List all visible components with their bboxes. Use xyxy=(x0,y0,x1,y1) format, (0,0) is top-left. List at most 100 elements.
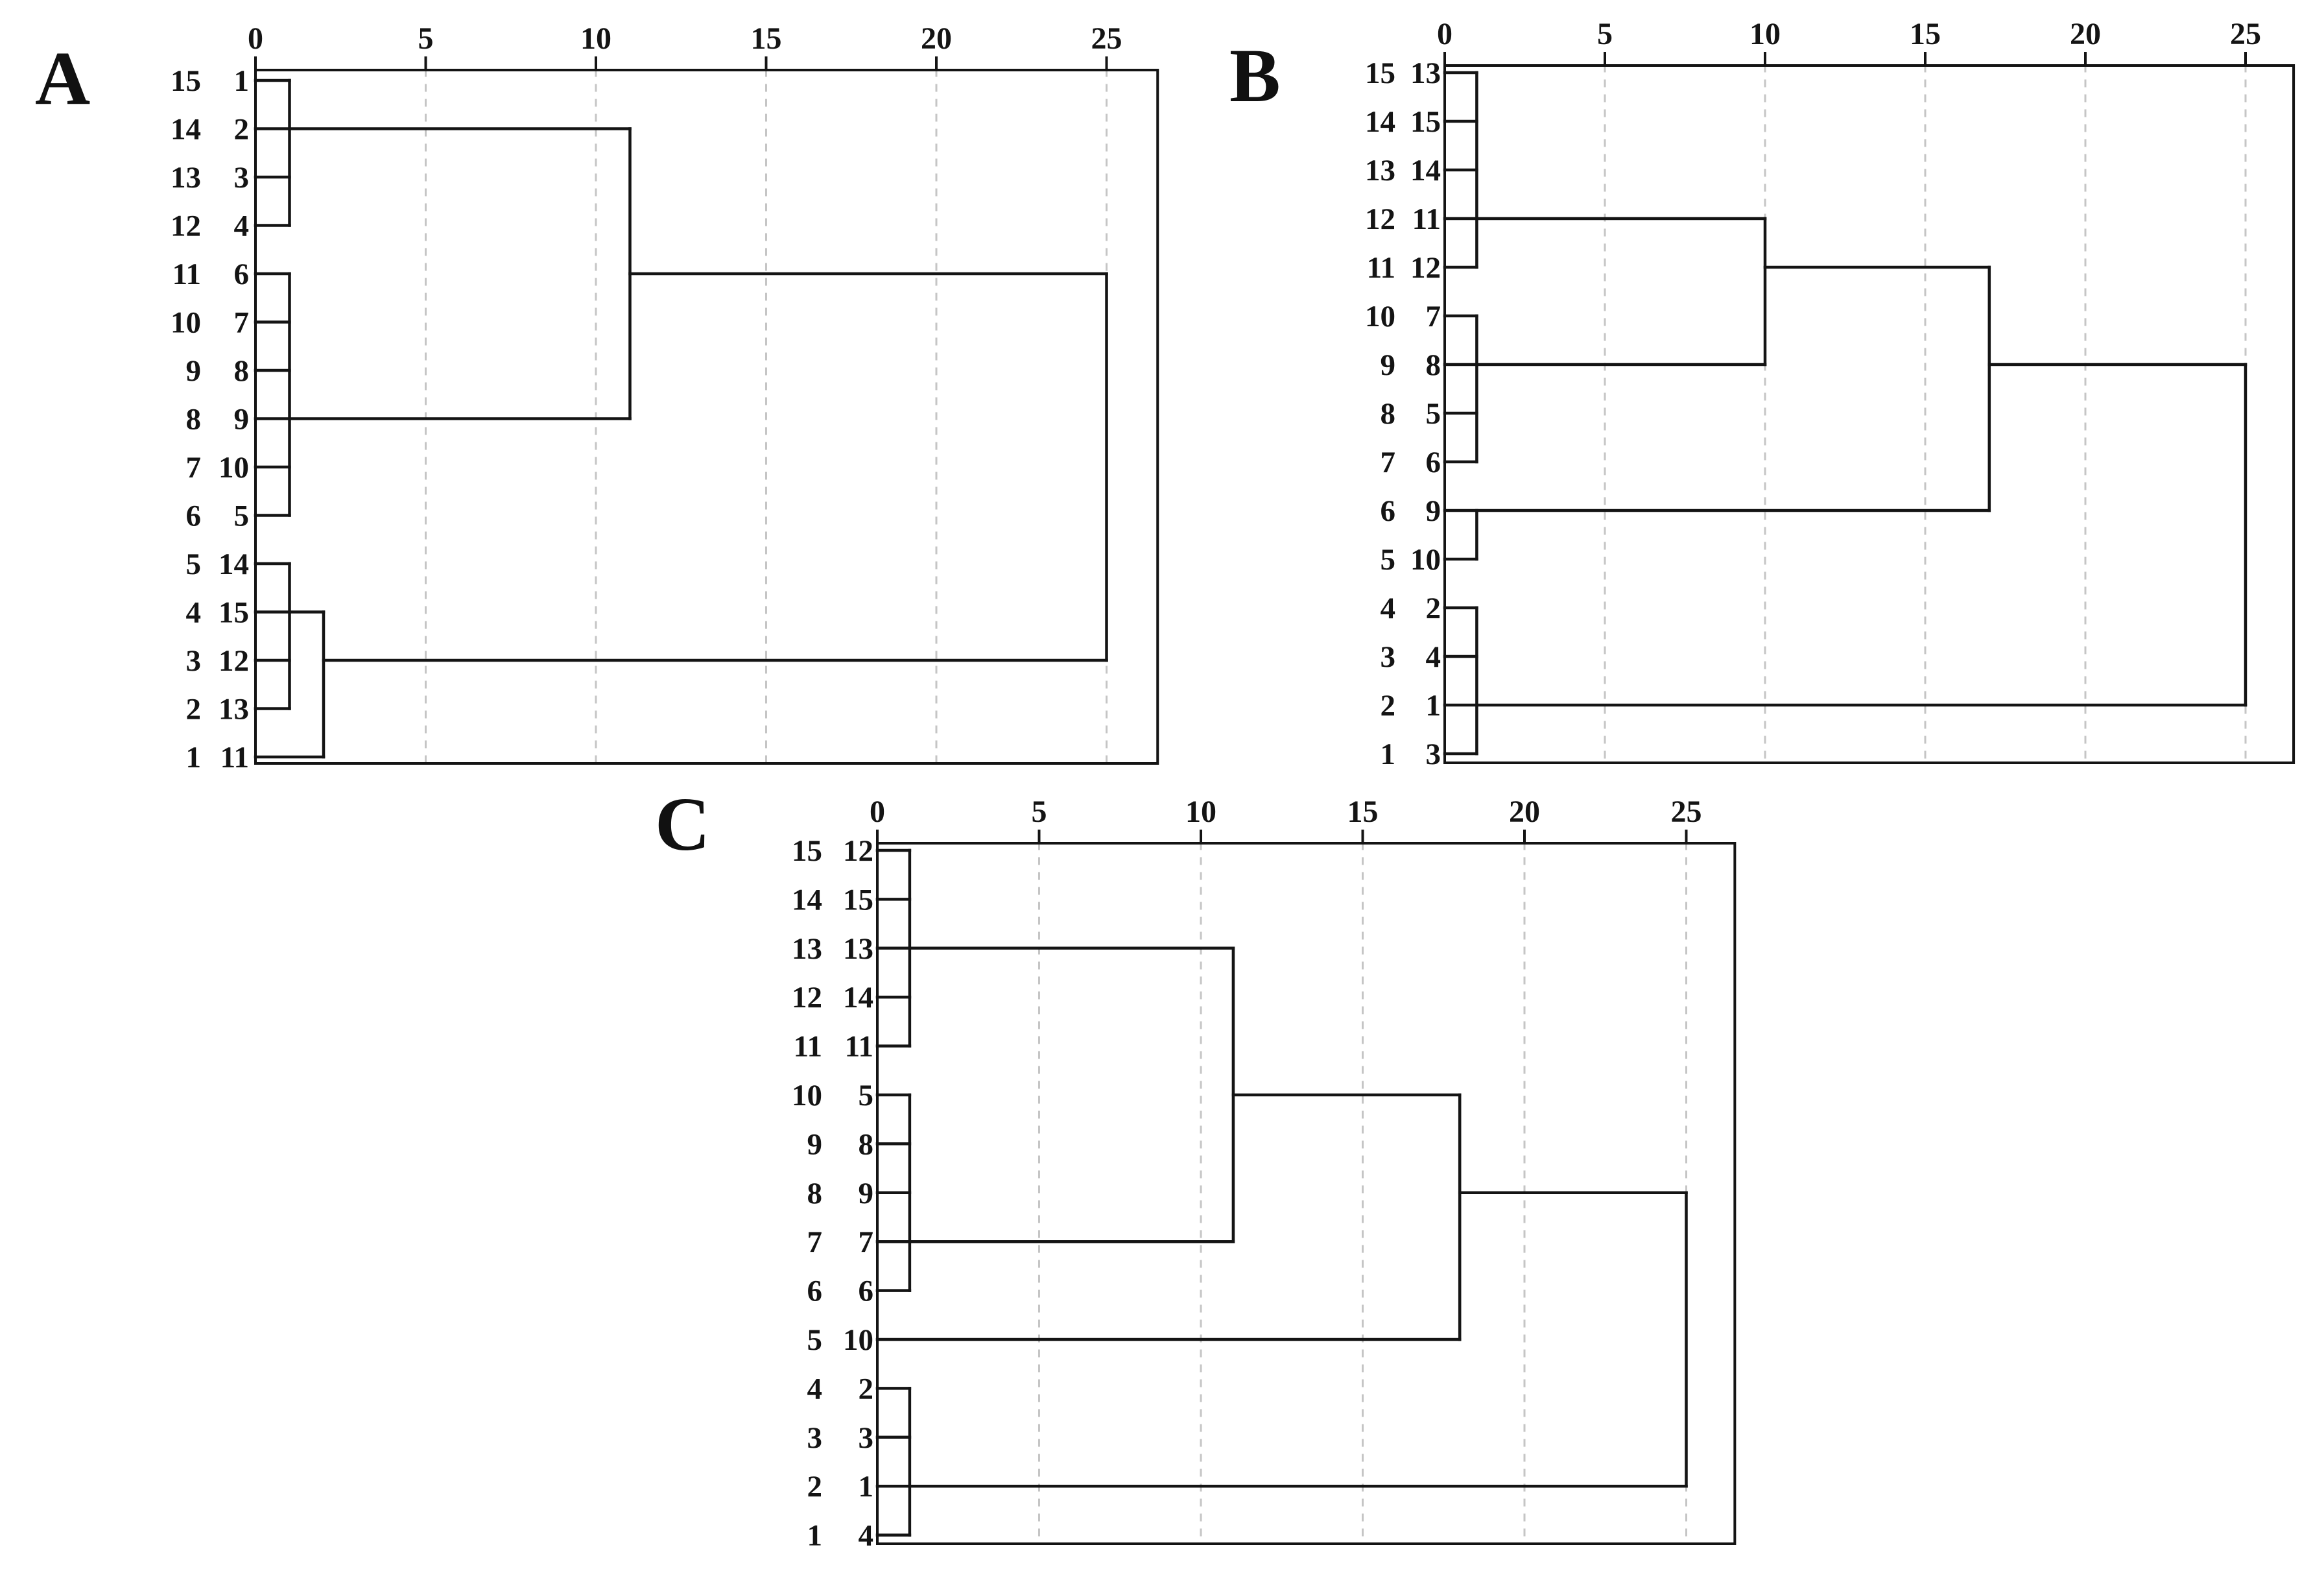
leaf-label: 12 xyxy=(843,834,873,868)
leaf-label: 4 xyxy=(1426,640,1441,674)
leaf-label: 9 xyxy=(1426,494,1441,528)
leaf-label: 8 xyxy=(859,1127,874,1161)
position-label: 14 xyxy=(171,113,201,147)
tick-label: 25 xyxy=(2230,17,2261,51)
tick-label: 15 xyxy=(751,21,782,56)
leaf-label: 10 xyxy=(843,1323,873,1357)
leaf-label: 11 xyxy=(845,1030,873,1064)
position-label: 6 xyxy=(807,1275,823,1308)
tick-label: 20 xyxy=(2070,17,2101,51)
position-label: 13 xyxy=(171,161,201,195)
leaf-label: 6 xyxy=(1426,446,1441,479)
position-label: 10 xyxy=(1365,300,1395,333)
leaf-label: 13 xyxy=(1410,56,1441,90)
position-label: 11 xyxy=(794,1030,822,1064)
leaf-label: 12 xyxy=(219,644,249,678)
leaf-label: 13 xyxy=(219,693,249,726)
leaf-label: 1 xyxy=(859,1470,874,1504)
position-label: 14 xyxy=(792,883,822,917)
panel-b-label: B xyxy=(1229,33,1281,118)
position-label: 11 xyxy=(172,258,201,291)
tick-label: 5 xyxy=(1032,795,1047,829)
tick-label: 0 xyxy=(1437,17,1452,51)
leaf-label: 7 xyxy=(234,306,250,340)
position-label: 1 xyxy=(1381,738,1396,771)
leaf-label: 7 xyxy=(1426,300,1441,333)
plot-frame xyxy=(1443,64,2295,764)
position-label: 15 xyxy=(171,64,201,98)
position-label: 3 xyxy=(186,644,202,678)
position-label: 13 xyxy=(792,932,822,966)
leaf-label: 9 xyxy=(859,1177,874,1210)
position-label: 8 xyxy=(807,1177,823,1210)
tick-label: 10 xyxy=(580,21,611,56)
leaf-label: 14 xyxy=(1410,154,1441,187)
position-label: 12 xyxy=(171,210,201,243)
position-label: 4 xyxy=(1381,592,1396,625)
leaf-label: 8 xyxy=(1426,348,1441,382)
position-label: 3 xyxy=(807,1421,823,1455)
position-label: 9 xyxy=(186,354,202,388)
position-label: 5 xyxy=(1381,543,1396,577)
position-label: 12 xyxy=(792,981,822,1014)
position-label: 7 xyxy=(1381,446,1396,479)
position-label: 4 xyxy=(186,596,202,630)
panel-c-label: C xyxy=(655,782,711,867)
leaf-label: 2 xyxy=(1426,592,1441,625)
leaf-label: 14 xyxy=(843,981,873,1014)
position-label: 2 xyxy=(1381,689,1396,723)
tick-label: 20 xyxy=(921,21,952,56)
position-label: 15 xyxy=(792,834,822,868)
position-label: 5 xyxy=(807,1323,823,1357)
leaf-label: 5 xyxy=(1426,397,1441,431)
position-label: 13 xyxy=(1365,154,1395,187)
position-label: 8 xyxy=(186,403,202,437)
position-label: 8 xyxy=(1381,397,1396,431)
position-label: 1 xyxy=(186,741,202,774)
leaf-label: 6 xyxy=(234,258,250,291)
tick-label: 15 xyxy=(1347,795,1379,829)
leaf-label: 11 xyxy=(1412,202,1441,236)
leaf-label: 5 xyxy=(234,499,250,533)
tick-label: 5 xyxy=(1597,17,1613,51)
leaf-label: 4 xyxy=(859,1519,874,1553)
leaf-label: 10 xyxy=(219,451,249,485)
leaf-label: 3 xyxy=(859,1421,874,1455)
leaf-label: 13 xyxy=(843,932,873,966)
position-label: 15 xyxy=(1365,56,1395,90)
tick-label: 0 xyxy=(870,795,885,829)
leaf-label: 4 xyxy=(234,210,250,243)
panel-a-label: A xyxy=(35,36,91,121)
tick-label: 20 xyxy=(1509,795,1540,829)
leaf-label: 7 xyxy=(859,1225,874,1259)
leaf-label: 9 xyxy=(234,403,250,437)
leaf-label: 14 xyxy=(219,547,249,581)
leaf-label: 8 xyxy=(234,354,250,388)
tick-label: 25 xyxy=(1671,795,1702,829)
tick-label: 5 xyxy=(418,21,434,56)
leaf-label: 11 xyxy=(220,741,249,774)
position-label: 2 xyxy=(807,1470,823,1504)
position-label: 9 xyxy=(1381,348,1396,382)
position-label: 11 xyxy=(1367,251,1395,285)
leaf-label: 1 xyxy=(234,64,250,98)
leaf-label: 1 xyxy=(1426,689,1441,723)
position-label: 10 xyxy=(171,306,201,340)
position-label: 10 xyxy=(792,1079,822,1112)
tick-label: 10 xyxy=(1749,17,1781,51)
leaf-label: 15 xyxy=(843,883,873,917)
leaf-label: 3 xyxy=(1426,738,1441,771)
position-label: 3 xyxy=(1381,640,1396,674)
leaf-label: 2 xyxy=(859,1372,874,1406)
position-label: 9 xyxy=(807,1127,823,1161)
position-label: 5 xyxy=(186,547,202,581)
tick-label: 15 xyxy=(1910,17,1941,51)
position-label: 6 xyxy=(186,499,202,533)
position-label: 1 xyxy=(807,1519,823,1553)
leaf-label: 3 xyxy=(234,161,250,195)
